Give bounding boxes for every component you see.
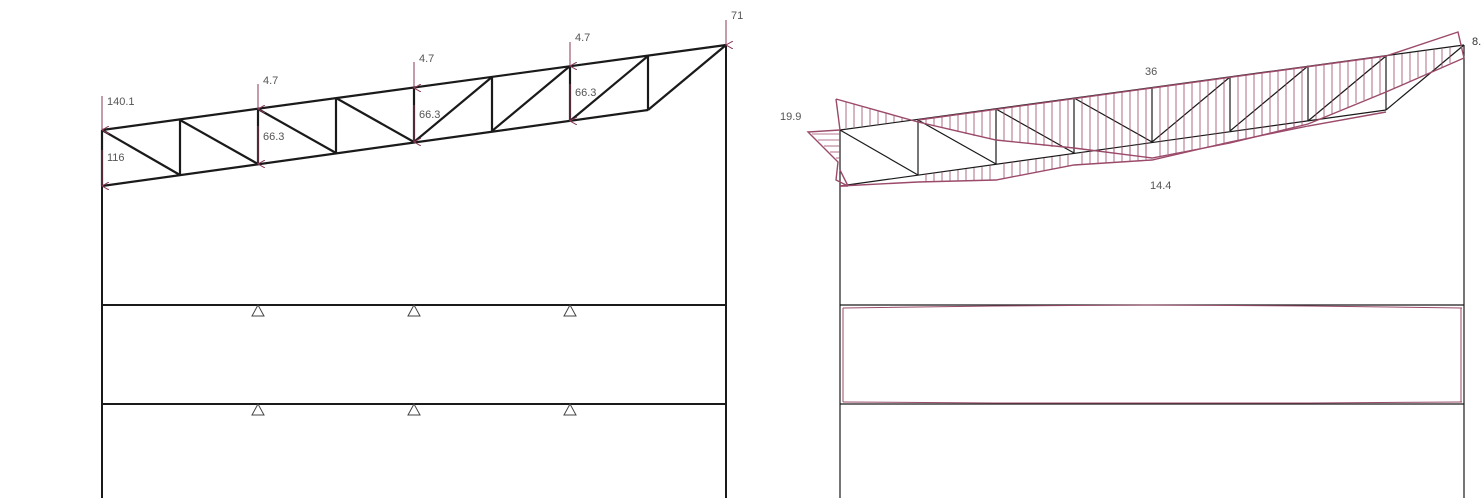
left-supports — [251, 303, 577, 416]
left-panel-frame: 140.1 116 4.7 66.3 4.7 66.3 4.7 66.3 71 — [100, 10, 743, 498]
pin-support-icon — [563, 402, 577, 416]
diagram-label-top-chord-max: 36 — [1145, 66, 1157, 78]
left-end-hatching — [812, 133, 840, 159]
force-diagram-outline — [806, 31, 1465, 187]
bottom-chord — [101, 108, 649, 188]
load-label-pp1-bottom: 66.3 — [263, 131, 284, 143]
load-arrows — [102, 20, 726, 186]
pin-support-icon — [251, 402, 265, 416]
pin-support-icon — [407, 402, 421, 416]
left-end-diagram — [806, 129, 849, 187]
pin-support-icon — [407, 303, 421, 317]
load-label-pp2-bottom: 66.3 — [419, 109, 440, 121]
bottom-chord-hatching — [925, 123, 1295, 182]
pin-support-icon — [251, 303, 265, 317]
truss-diagonal — [569, 55, 649, 122]
pin-support-icon — [563, 303, 577, 317]
truss-diagonal — [413, 76, 493, 143]
truss-diagonal — [257, 108, 337, 154]
load-label-pp3-bottom: 66.3 — [575, 87, 596, 99]
load-label-top-left: 140.1 — [107, 96, 135, 108]
load-label-pp2-top: 4.7 — [419, 53, 434, 65]
apex-closing-member — [647, 44, 727, 111]
bottom-chord-diagram — [839, 111, 1387, 187]
diagram-label-left-peak: 19.9 — [780, 111, 801, 123]
diagram-label-bottom-chord-max: 14.4 — [1150, 180, 1171, 192]
truss-diagonal — [335, 97, 415, 143]
diagram-label-right-edge: 8. — [1472, 36, 1481, 48]
load-label-pp1-top: 4.7 — [263, 75, 278, 87]
floor-beam-deformed — [842, 304, 1463, 404]
load-label-apex: 71 — [731, 10, 743, 22]
top-chord-diagram — [835, 31, 1465, 159]
right-panel-frame: 19.9 36 14.4 8. — [780, 31, 1481, 498]
top-chord-hatching — [845, 47, 1451, 157]
load-label-pp3-top: 4.7 — [575, 32, 590, 44]
truss-diagonal — [179, 119, 259, 165]
truss-diagonal — [101, 129, 181, 176]
truss-diagonal — [491, 65, 571, 132]
right-truss — [839, 44, 1465, 187]
load-label-lower-left: 116 — [107, 152, 125, 164]
